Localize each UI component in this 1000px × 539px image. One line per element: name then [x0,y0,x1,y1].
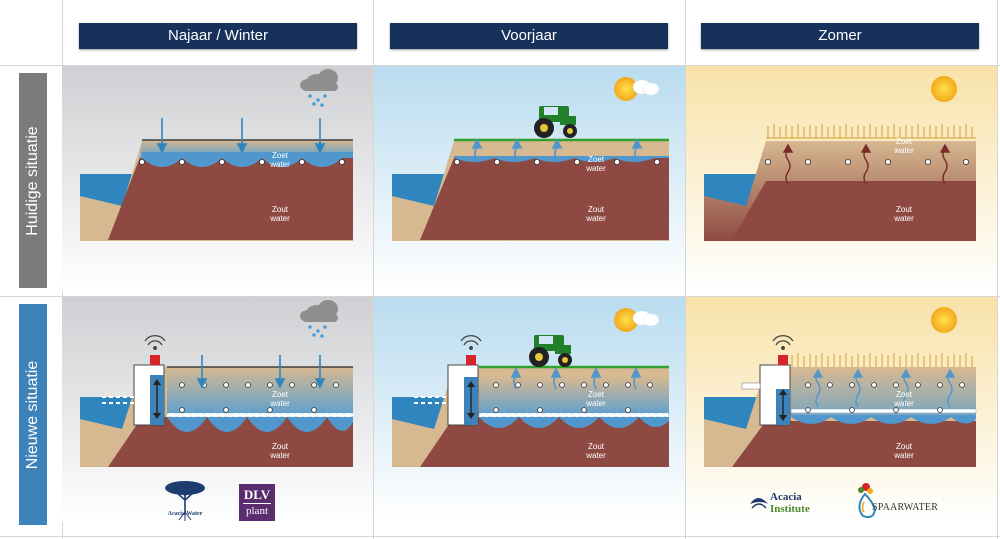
wifi-signal-icon [460,335,482,350]
control-well [133,355,165,426]
capillary-arrows [510,367,642,390]
grid-divider [0,296,1000,297]
infiltration-arrows [156,118,326,154]
row-label-nieuwe-situatie: Nieuwe situatie [19,304,47,525]
tractor-icon [529,335,572,367]
logo-text: Institute [770,503,810,515]
wifi-signal-icon [144,335,166,350]
row-label-text: Huidige situatie [24,125,41,236]
dlv-plant-logo: DLV plant [239,484,275,521]
control-well [759,355,791,426]
grid-divider [0,65,1000,66]
sun-icon [931,76,957,102]
control-well [447,355,479,426]
wifi-signal-icon [772,335,794,350]
capillary-arrows [812,368,956,408]
spaarwater-logo: SPAARWATER [850,480,946,520]
rain-cloud-icon [300,69,338,107]
column-header-voorjaar: Voorjaar [390,23,668,49]
logo-text: SPAARWATER [872,502,939,513]
infiltration-arrows [196,355,326,389]
logo-text: Acacia [770,491,802,503]
grid-divider [685,0,686,539]
logo-text: DLV [243,487,271,502]
column-header-najaar-winter: Najaar / Winter [79,23,357,49]
sun-cloud-icon [614,308,660,332]
sun-icon [931,307,957,333]
sun-cloud-icon [614,77,660,101]
capillary-arrows [782,143,951,185]
capillary-arrows [471,138,643,163]
grid-divider [373,0,374,539]
acacia-institute-logo: Acacia Institute [748,490,830,518]
rain-cloud-icon [300,300,338,338]
grid-divider [0,536,1000,537]
grid-divider [997,0,998,539]
tractor-icon [534,106,577,138]
row-label-text: Nieuwe situatie [24,360,41,469]
crop-field [791,353,973,367]
acacia-water-logo: Acacia Water [160,478,210,524]
logo-text: Acacia Water [168,511,203,517]
column-header-zomer: Zomer [701,23,979,49]
logo-text: plant [246,505,268,517]
row-label-huidige-situatie: Huidige situatie [19,73,47,288]
